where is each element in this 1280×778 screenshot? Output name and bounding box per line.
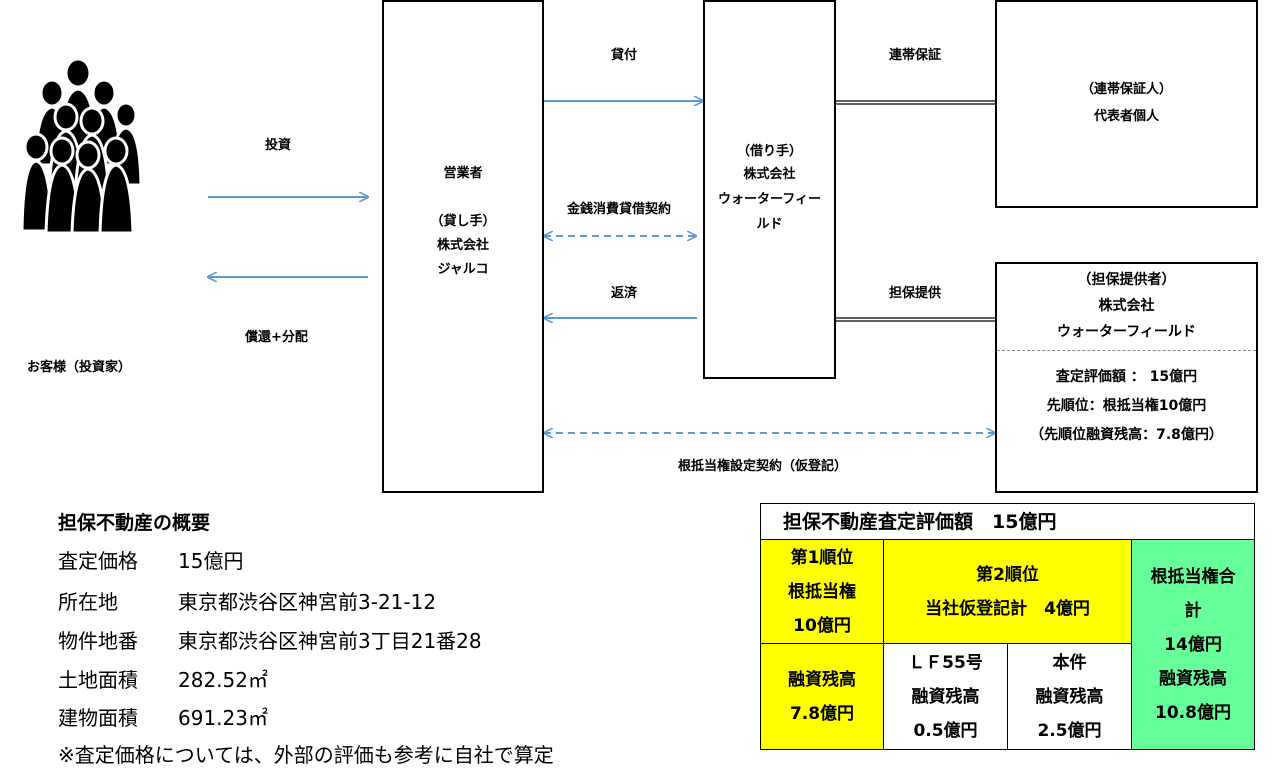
borrower-line4: ルド xyxy=(756,217,783,232)
provider-detail1: 査定評価額 ： 15億円 xyxy=(1055,369,1198,385)
lender-box: 営業者 （貸し手） 株式会社 ジャルコ xyxy=(382,0,544,493)
summary-key: 物件地番 xyxy=(58,629,138,653)
this-deal-line2: 融資残高 xyxy=(1035,686,1104,707)
summary-key: 建物面積 xyxy=(58,706,138,730)
second-rank-cell: 第2順位 当社仮登記計 4億円 xyxy=(884,540,1132,644)
first-rank-line3: 10億円 xyxy=(793,615,851,636)
invest-label: 投資 xyxy=(265,138,292,153)
total-line4: 融資残高 xyxy=(1159,668,1227,689)
provider-line2: 株式会社 xyxy=(1098,298,1155,314)
lender-line2: （貸し手） xyxy=(430,214,496,229)
loan-contract-label: 金銭消費貸借契約 xyxy=(567,202,672,217)
table-title: 担保不動産査定評価額 15億円 xyxy=(761,504,1254,540)
total-line1: 根抵当権合 xyxy=(1150,566,1236,587)
summary-row-appraisal: 査定価格 15億円 xyxy=(58,545,243,574)
total-cell: 根抵当権合 計 14億円 融資残高 10.8億円 xyxy=(1132,540,1254,749)
total-line3: 14億円 xyxy=(1164,634,1222,655)
summary-value: 東京都渋谷区神宮前3丁目21番28 xyxy=(178,629,482,653)
summary-row-land-area: 土地面積 282.52㎡ xyxy=(58,664,268,693)
summary-title: 担保不動産の概要 xyxy=(58,512,211,534)
summary-key: 所在地 xyxy=(58,590,118,614)
people-crowd-icon xyxy=(22,57,142,235)
summary-value: 691.23㎡ xyxy=(178,706,268,730)
guarantor-box: （連帯保証人） 代表者個人 xyxy=(995,0,1258,208)
lender-line1: 営業者 xyxy=(443,166,483,181)
provider-line1: （担保提供者） xyxy=(1077,272,1176,288)
lender-line3: 株式会社 xyxy=(436,238,489,253)
summary-row-building-area: 建物面積 691.23㎡ xyxy=(58,702,268,731)
summary-value: 15億円 xyxy=(178,549,244,573)
this-deal-line1: 本件 xyxy=(1052,652,1087,673)
lf55-line3: 0.5億円 xyxy=(913,720,978,741)
lf55-line1: ＬＦ55号 xyxy=(908,652,983,673)
first-balance-line1: 融資残高 xyxy=(788,669,856,690)
this-deal-cell: 本件 融資残高 2.5億円 xyxy=(1008,644,1132,749)
repay-distribution-label: 償還+分配 xyxy=(245,330,308,345)
investors-label: お客様（投資家） xyxy=(27,360,132,375)
guarantor-line1: （連帯保証人） xyxy=(1080,82,1172,97)
repayment-label: 返済 xyxy=(611,286,638,301)
summary-note: ※査定価格については、外部の評価も参考に自社で算定 xyxy=(58,743,554,767)
summary-key: 査定価格 xyxy=(58,549,138,573)
collateral-provider-box: （担保提供者） 株式会社 ウォーターフィールド 査定評価額 ： 15億円 先順位… xyxy=(995,262,1258,493)
provider-detail3: （先順位融資残高：7.8億円） xyxy=(1030,427,1223,443)
provider-line3: ウォーターフィールド xyxy=(1057,324,1196,340)
provider-detail2: 先順位：根抵当権10億円 xyxy=(1046,398,1207,414)
lf55-cell: ＬＦ55号 融資残高 0.5億円 xyxy=(884,644,1008,749)
provider-divider xyxy=(997,350,1256,351)
first-balance-line2: 7.8億円 xyxy=(789,703,855,724)
loan-label: 貸付 xyxy=(611,48,638,63)
first-balance-cell: 融資残高 7.8億円 xyxy=(761,644,884,749)
summary-row-location: 所在地 東京都渋谷区神宮前3-21-12 xyxy=(58,586,436,615)
borrower-line2: 株式会社 xyxy=(743,167,796,182)
borrower-line3: ウォーターフィー xyxy=(718,192,821,207)
second-rank-line2: 当社仮登記計 4億円 xyxy=(925,598,1090,619)
total-line5: 10.8億円 xyxy=(1155,702,1231,723)
summary-value: 東京都渋谷区神宮前3-21-12 xyxy=(178,590,437,614)
mortgage-contract-label: 根抵当権設定契約（仮登記） xyxy=(678,459,848,474)
collateral-label: 担保提供 xyxy=(889,286,942,301)
first-rank-cell: 第1順位 根抵当権 10億円 xyxy=(761,540,884,644)
borrower-line1: （借り手） xyxy=(736,144,802,159)
summary-key: 土地面積 xyxy=(58,668,138,692)
borrower-box: （借り手） 株式会社 ウォーターフィー ルド xyxy=(703,0,836,379)
guarantor-line2: 代表者個人 xyxy=(1093,109,1159,124)
first-rank-line2: 根抵当権 xyxy=(788,581,856,602)
valuation-table: 担保不動産査定評価額 15億円 第1順位 根抵当権 10億円 第2順位 当社仮登… xyxy=(760,503,1255,750)
total-line2: 計 xyxy=(1184,600,1202,621)
first-rank-line1: 第1順位 xyxy=(790,547,854,568)
second-rank-line1: 第2順位 xyxy=(976,564,1039,585)
this-deal-line3: 2.5億円 xyxy=(1037,720,1102,741)
summary-row-lot-number: 物件地番 東京都渋谷区神宮前3丁目21番28 xyxy=(58,625,482,654)
lf55-line2: 融資残高 xyxy=(911,686,980,707)
joint-guarantee-label: 連帯保証 xyxy=(889,48,942,63)
lender-line4: ジャルコ xyxy=(437,262,489,277)
summary-value: 282.52㎡ xyxy=(178,668,268,692)
